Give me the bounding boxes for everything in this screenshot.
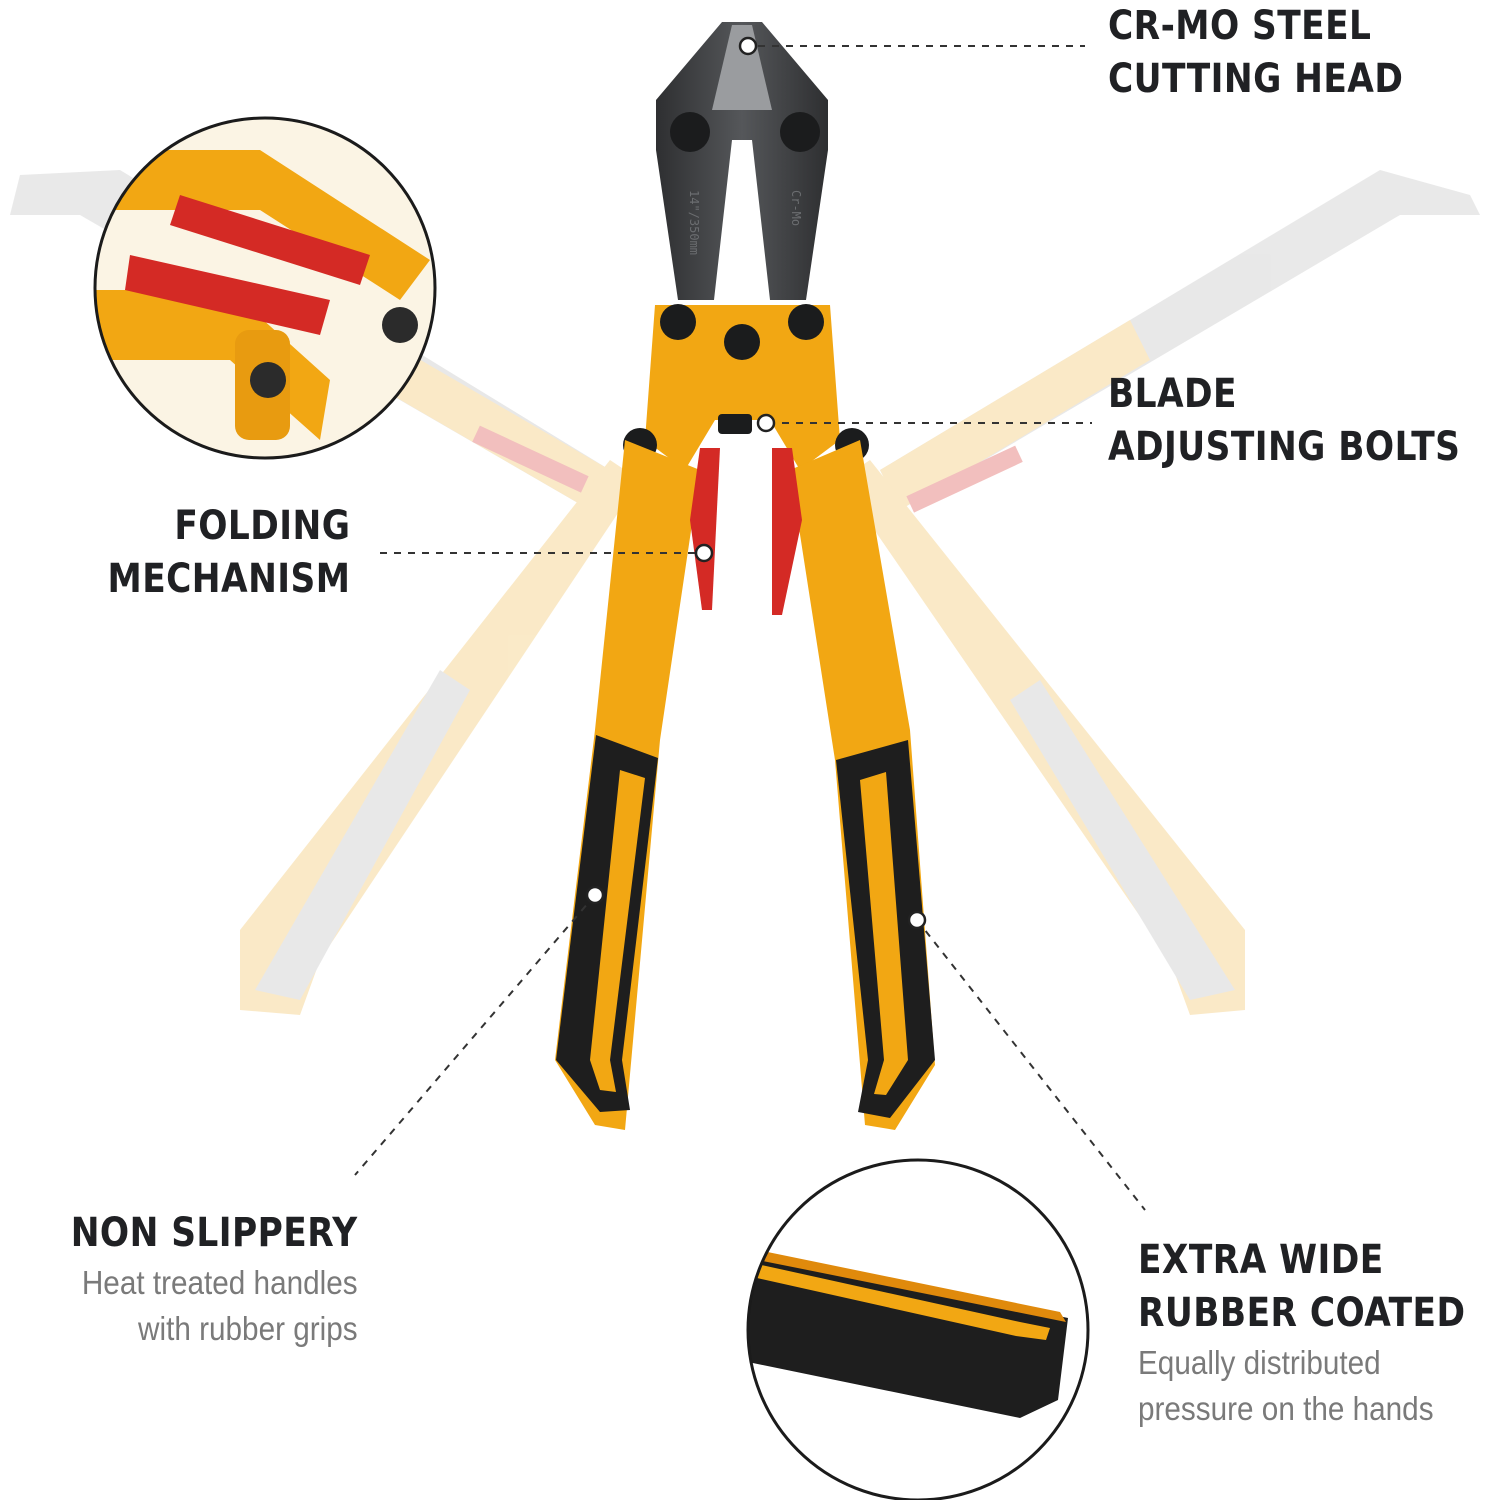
head-bolt-left — [670, 112, 710, 152]
latch-right — [772, 448, 802, 615]
callout-non-slippery-desc-1: Heat treated handles — [82, 1264, 359, 1301]
callout-non-slippery: NON SLIPPERY Heat treated handles with r… — [24, 1207, 358, 1352]
detail-circle-grip — [746, 1158, 1090, 1500]
callout-extra-wide-desc-1: Equally distributed — [1138, 1344, 1381, 1381]
ghost-arm-upper-right-yellow — [880, 320, 1150, 510]
pivot-bolt-right — [788, 304, 824, 340]
head-bolt-right — [780, 112, 820, 152]
leader-extra-wide — [916, 919, 1146, 1211]
pivot-bolt-left — [660, 304, 696, 340]
callout-blade-bolts-title-1: BLADE — [1108, 371, 1237, 417]
callout-extra-wide-desc-2: pressure on the hands — [1138, 1390, 1434, 1427]
callout-blade-bolts: BLADE ADJUSTING BOLTS — [1108, 368, 1485, 474]
ghost-handles — [10, 170, 1480, 1015]
callout-cutting-head-title-2: CUTTING HEAD — [1108, 56, 1404, 102]
cutting-head — [656, 22, 828, 300]
dot-non-slippery — [585, 885, 605, 905]
head-marking-size: 14"/350mm — [687, 190, 701, 255]
callout-extra-wide-title-2: RUBBER COATED — [1138, 1290, 1466, 1336]
callout-folding-title-1: FOLDING — [173, 503, 350, 549]
leader-dots — [585, 36, 927, 930]
latch-left — [690, 448, 720, 610]
grip-right-stripe — [860, 772, 908, 1095]
callout-cutting-head: CR-MO STEEL CUTTING HEAD — [1108, 0, 1451, 106]
callout-non-slippery-desc-2: with rubber grips — [138, 1310, 358, 1347]
callout-folding: FOLDING MECHANISM — [68, 500, 350, 606]
callout-folding-title-2: MECHANISM — [107, 556, 350, 602]
dot-cutting-head — [738, 36, 758, 56]
dot-extra-wide — [907, 910, 927, 930]
callout-non-slippery-title: NON SLIPPERY — [71, 1210, 358, 1256]
leader-non-slippery — [354, 894, 596, 1176]
ghost-latch-right — [906, 445, 1023, 513]
detail-circle-folding — [93, 116, 437, 460]
pivot-bolt-center — [724, 324, 760, 360]
callout-blade-bolts-title-2: ADJUSTING BOLTS — [1108, 424, 1461, 470]
head-marking-material: Cr-Mo — [789, 190, 803, 226]
callout-extra-wide: EXTRA WIDE RUBBER COATED Equally distrib… — [1138, 1234, 1485, 1432]
leader-lines — [354, 45, 1146, 1211]
callout-cutting-head-title-1: CR-MO STEEL — [1108, 3, 1372, 49]
grip-left-stripe — [590, 770, 645, 1092]
ghost-latch-left — [472, 425, 589, 493]
blade-adjusting-bolt — [718, 414, 752, 434]
callout-extra-wide-title-1: EXTRA WIDE — [1138, 1237, 1384, 1283]
dot-folding — [694, 543, 714, 563]
dot-blade-bolts — [756, 413, 776, 433]
ghost-grip-lower-right — [1010, 680, 1235, 1000]
pivot-plate — [645, 305, 840, 470]
ghost-grip-lower-left — [255, 670, 470, 1000]
bolt-cutter: 14"/350mm Cr-Mo — [555, 22, 935, 1130]
